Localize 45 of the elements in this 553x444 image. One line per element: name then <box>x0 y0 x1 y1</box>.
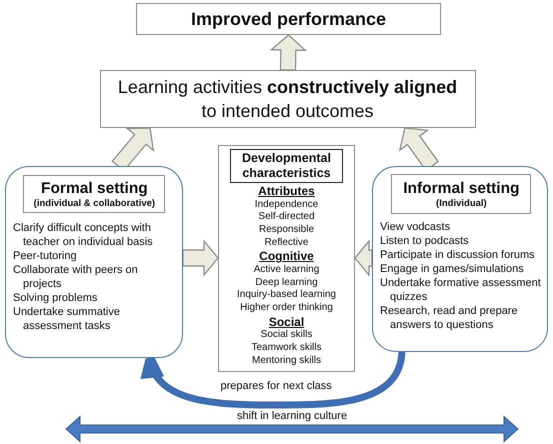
outcome-box <box>136 3 441 35</box>
outcome-title: Improved performance <box>190 8 386 30</box>
activity-item: View vodcasts <box>380 220 450 234</box>
trait-item: Deep learning <box>255 276 318 290</box>
setting-subtitle: (Individual) <box>436 198 487 210</box>
activity-item: Undertake formative assessment quizzes <box>380 276 542 304</box>
setting-panel <box>372 166 548 352</box>
activity-item: Research, read and prepare answers to questions <box>380 304 519 332</box>
setting-title: Formal setting <box>40 178 148 198</box>
characteristics-panel <box>218 145 355 372</box>
setting-title: Informal setting <box>403 178 520 198</box>
trait-item: Mentoring skills <box>252 354 321 368</box>
trait-item: Teamwork skills <box>251 342 322 355</box>
edge-label: prepares for next class <box>220 380 332 393</box>
block-arrow <box>270 34 307 71</box>
trait-item: Responsible <box>258 224 314 237</box>
category-heading: Attributes <box>258 184 315 198</box>
block-arrow <box>354 239 373 277</box>
activity-item: Collaborate with peers on projects <box>13 263 139 291</box>
arrow-caption: shift in learning culture <box>237 410 348 423</box>
setting-subtitle: (individual & collaborative) <box>34 198 156 210</box>
activity-item: Listen to podcasts <box>380 234 469 248</box>
trait-item: Active learning <box>254 264 320 277</box>
activities-box <box>100 70 476 128</box>
panel-heading: Developmental characteristics <box>241 151 332 181</box>
activity-item: Peer-tutoring <box>13 249 77 263</box>
category-heading: Social <box>268 314 304 330</box>
trait-item: Reflective <box>264 236 308 250</box>
trait-item: Independence <box>254 198 318 212</box>
trait-item: Social skills <box>260 329 312 342</box>
activities-text: Learning activities constructively aligned to intended outcomes <box>116 76 458 123</box>
activity-item: Solving problems <box>13 291 98 305</box>
activity-item: Undertake summative assessment tasks <box>13 305 121 333</box>
block-arrow <box>182 239 219 277</box>
trait-item: Higher order thinking <box>240 302 333 315</box>
heading-box <box>230 149 343 183</box>
activity-item: Clarify difficult concepts with teacher on individual basis <box>13 221 154 249</box>
activity-item: Engage in games/simulations <box>380 262 524 276</box>
setting-panel <box>5 166 183 358</box>
heading-box <box>23 175 166 214</box>
trait-item: Inquiry-based learning <box>237 289 336 302</box>
category-heading: Cognitive <box>259 249 314 264</box>
trait-item: Self-directed <box>258 211 315 224</box>
heading-box <box>391 174 532 214</box>
activity-item: Participate in discussion forums <box>380 248 535 262</box>
